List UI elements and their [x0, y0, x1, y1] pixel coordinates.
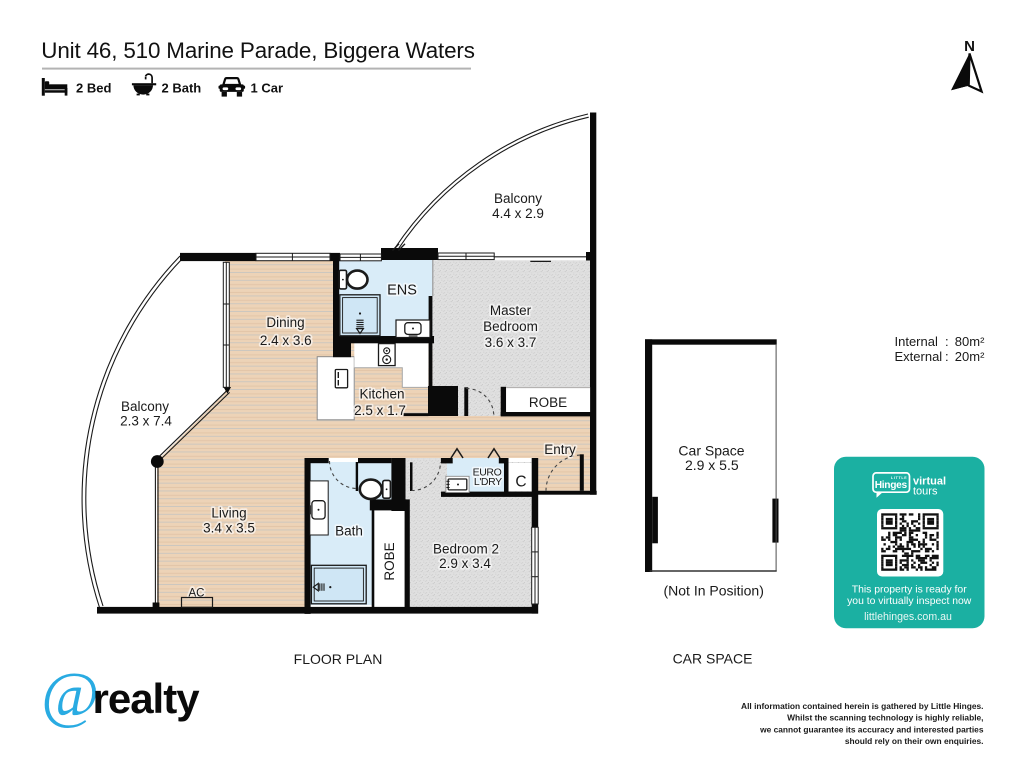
- svg-text:Unit 46, 510 Marine Parade, Bi: Unit 46, 510 Marine Parade, Biggera Wate…: [41, 38, 474, 63]
- svg-text:ROBE: ROBE: [529, 395, 567, 410]
- svg-text:4.4 x 2.9: 4.4 x 2.9: [492, 206, 544, 221]
- svg-text:ENS: ENS: [387, 283, 417, 299]
- svg-text:Bedroom: Bedroom: [483, 319, 538, 334]
- svg-text::: :: [945, 349, 949, 364]
- svg-text:ROBE: ROBE: [382, 542, 397, 580]
- svg-text:2.5 x 1.7: 2.5 x 1.7: [354, 403, 406, 418]
- svg-text:L'DRY: L'DRY: [474, 476, 502, 488]
- svg-text:EURO: EURO: [473, 466, 502, 478]
- svg-text:C: C: [515, 474, 526, 491]
- svg-text:tours: tours: [913, 485, 938, 497]
- svg-text:@: @: [41, 660, 99, 730]
- svg-text:N: N: [964, 38, 975, 55]
- svg-text:3.4 x 3.5: 3.4 x 3.5: [203, 521, 255, 536]
- svg-text:Entry: Entry: [544, 442, 576, 457]
- svg-text:Living: Living: [211, 506, 246, 521]
- svg-text:Hinges: Hinges: [875, 480, 908, 491]
- svg-text:2 Bed: 2 Bed: [76, 81, 111, 96]
- svg-text:we cannot guarantee its accura: we cannot guarantee its accuracy and int…: [759, 725, 984, 735]
- svg-text:This property is ready for: This property is ready for: [852, 584, 967, 595]
- svg-text:CAR SPACE: CAR SPACE: [673, 651, 753, 667]
- svg-text:FLOOR PLAN: FLOOR PLAN: [294, 651, 383, 667]
- svg-text:Bedroom 2: Bedroom 2: [433, 542, 499, 557]
- svg-text:80m²: 80m²: [955, 334, 985, 349]
- svg-text:Balcony: Balcony: [494, 191, 542, 206]
- svg-text:2 Bath: 2 Bath: [162, 81, 202, 96]
- svg-text:realty: realty: [93, 675, 201, 722]
- svg-text:Car Space: Car Space: [678, 443, 744, 459]
- svg-text:2.9 x 3.4: 2.9 x 3.4: [439, 556, 491, 571]
- svg-text:3.6 x 3.7: 3.6 x 3.7: [485, 335, 537, 350]
- svg-text:20m²: 20m²: [955, 349, 985, 364]
- svg-text:2.3 x 7.4: 2.3 x 7.4: [120, 414, 172, 429]
- svg-text:Internal: Internal: [895, 334, 938, 349]
- svg-text::: :: [945, 334, 949, 349]
- svg-text:Bath: Bath: [335, 524, 363, 539]
- svg-text:2.9 x 5.5: 2.9 x 5.5: [685, 457, 739, 473]
- svg-text:you to virtually inspect now: you to virtually inspect now: [847, 596, 972, 607]
- svg-text:1 Car: 1 Car: [251, 81, 284, 96]
- svg-text:(Not In Position): (Not In Position): [664, 582, 764, 598]
- svg-text:All information contained here: All information contained herein is gath…: [741, 701, 983, 711]
- svg-text:Master: Master: [490, 303, 532, 318]
- svg-text:External: External: [895, 349, 943, 364]
- svg-text:littlehinges.com.au: littlehinges.com.au: [864, 611, 952, 623]
- svg-text:Kitchen: Kitchen: [359, 387, 404, 402]
- svg-text:2.4 x 3.6: 2.4 x 3.6: [260, 333, 312, 348]
- svg-text:Dining: Dining: [266, 315, 304, 330]
- svg-text:Whilst the scanning technology: Whilst the scanning technology is highly…: [787, 713, 983, 723]
- svg-text:Balcony: Balcony: [121, 399, 169, 414]
- svg-text:virtual: virtual: [913, 476, 946, 488]
- svg-text:should rely on their own enqui: should rely on their own enquiries.: [845, 736, 984, 746]
- svg-text:LITTLE: LITTLE: [891, 476, 907, 480]
